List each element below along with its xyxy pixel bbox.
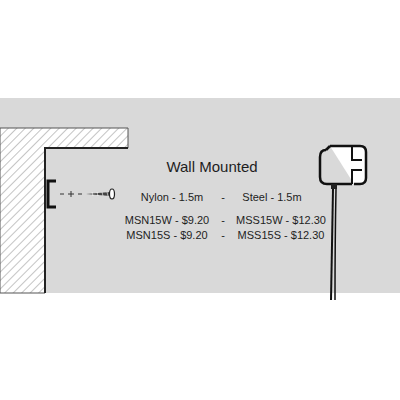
grey-band xyxy=(0,98,400,293)
product-length: Steel - 1.5m xyxy=(242,191,301,204)
screw xyxy=(86,189,115,199)
separator: - xyxy=(221,229,225,242)
track-carrier xyxy=(320,146,366,300)
separator: - xyxy=(221,191,225,204)
separator: - xyxy=(221,214,225,227)
price-code: MSN15W - $9.20 xyxy=(125,214,209,227)
price-code: MSS15S - $12.30 xyxy=(238,229,325,242)
price-code: MSN15S - $9.20 xyxy=(126,229,207,242)
wall-hatching xyxy=(0,128,128,293)
wall-fill xyxy=(0,128,128,293)
wall-edge xyxy=(45,148,128,293)
product-length: Nylon - 1.5m xyxy=(141,191,203,204)
diagram-title: Wall Mounted xyxy=(166,158,257,176)
price-code: MSS15W - $12.30 xyxy=(236,214,326,227)
mount-marks xyxy=(60,191,82,197)
wall-channel xyxy=(48,181,56,207)
